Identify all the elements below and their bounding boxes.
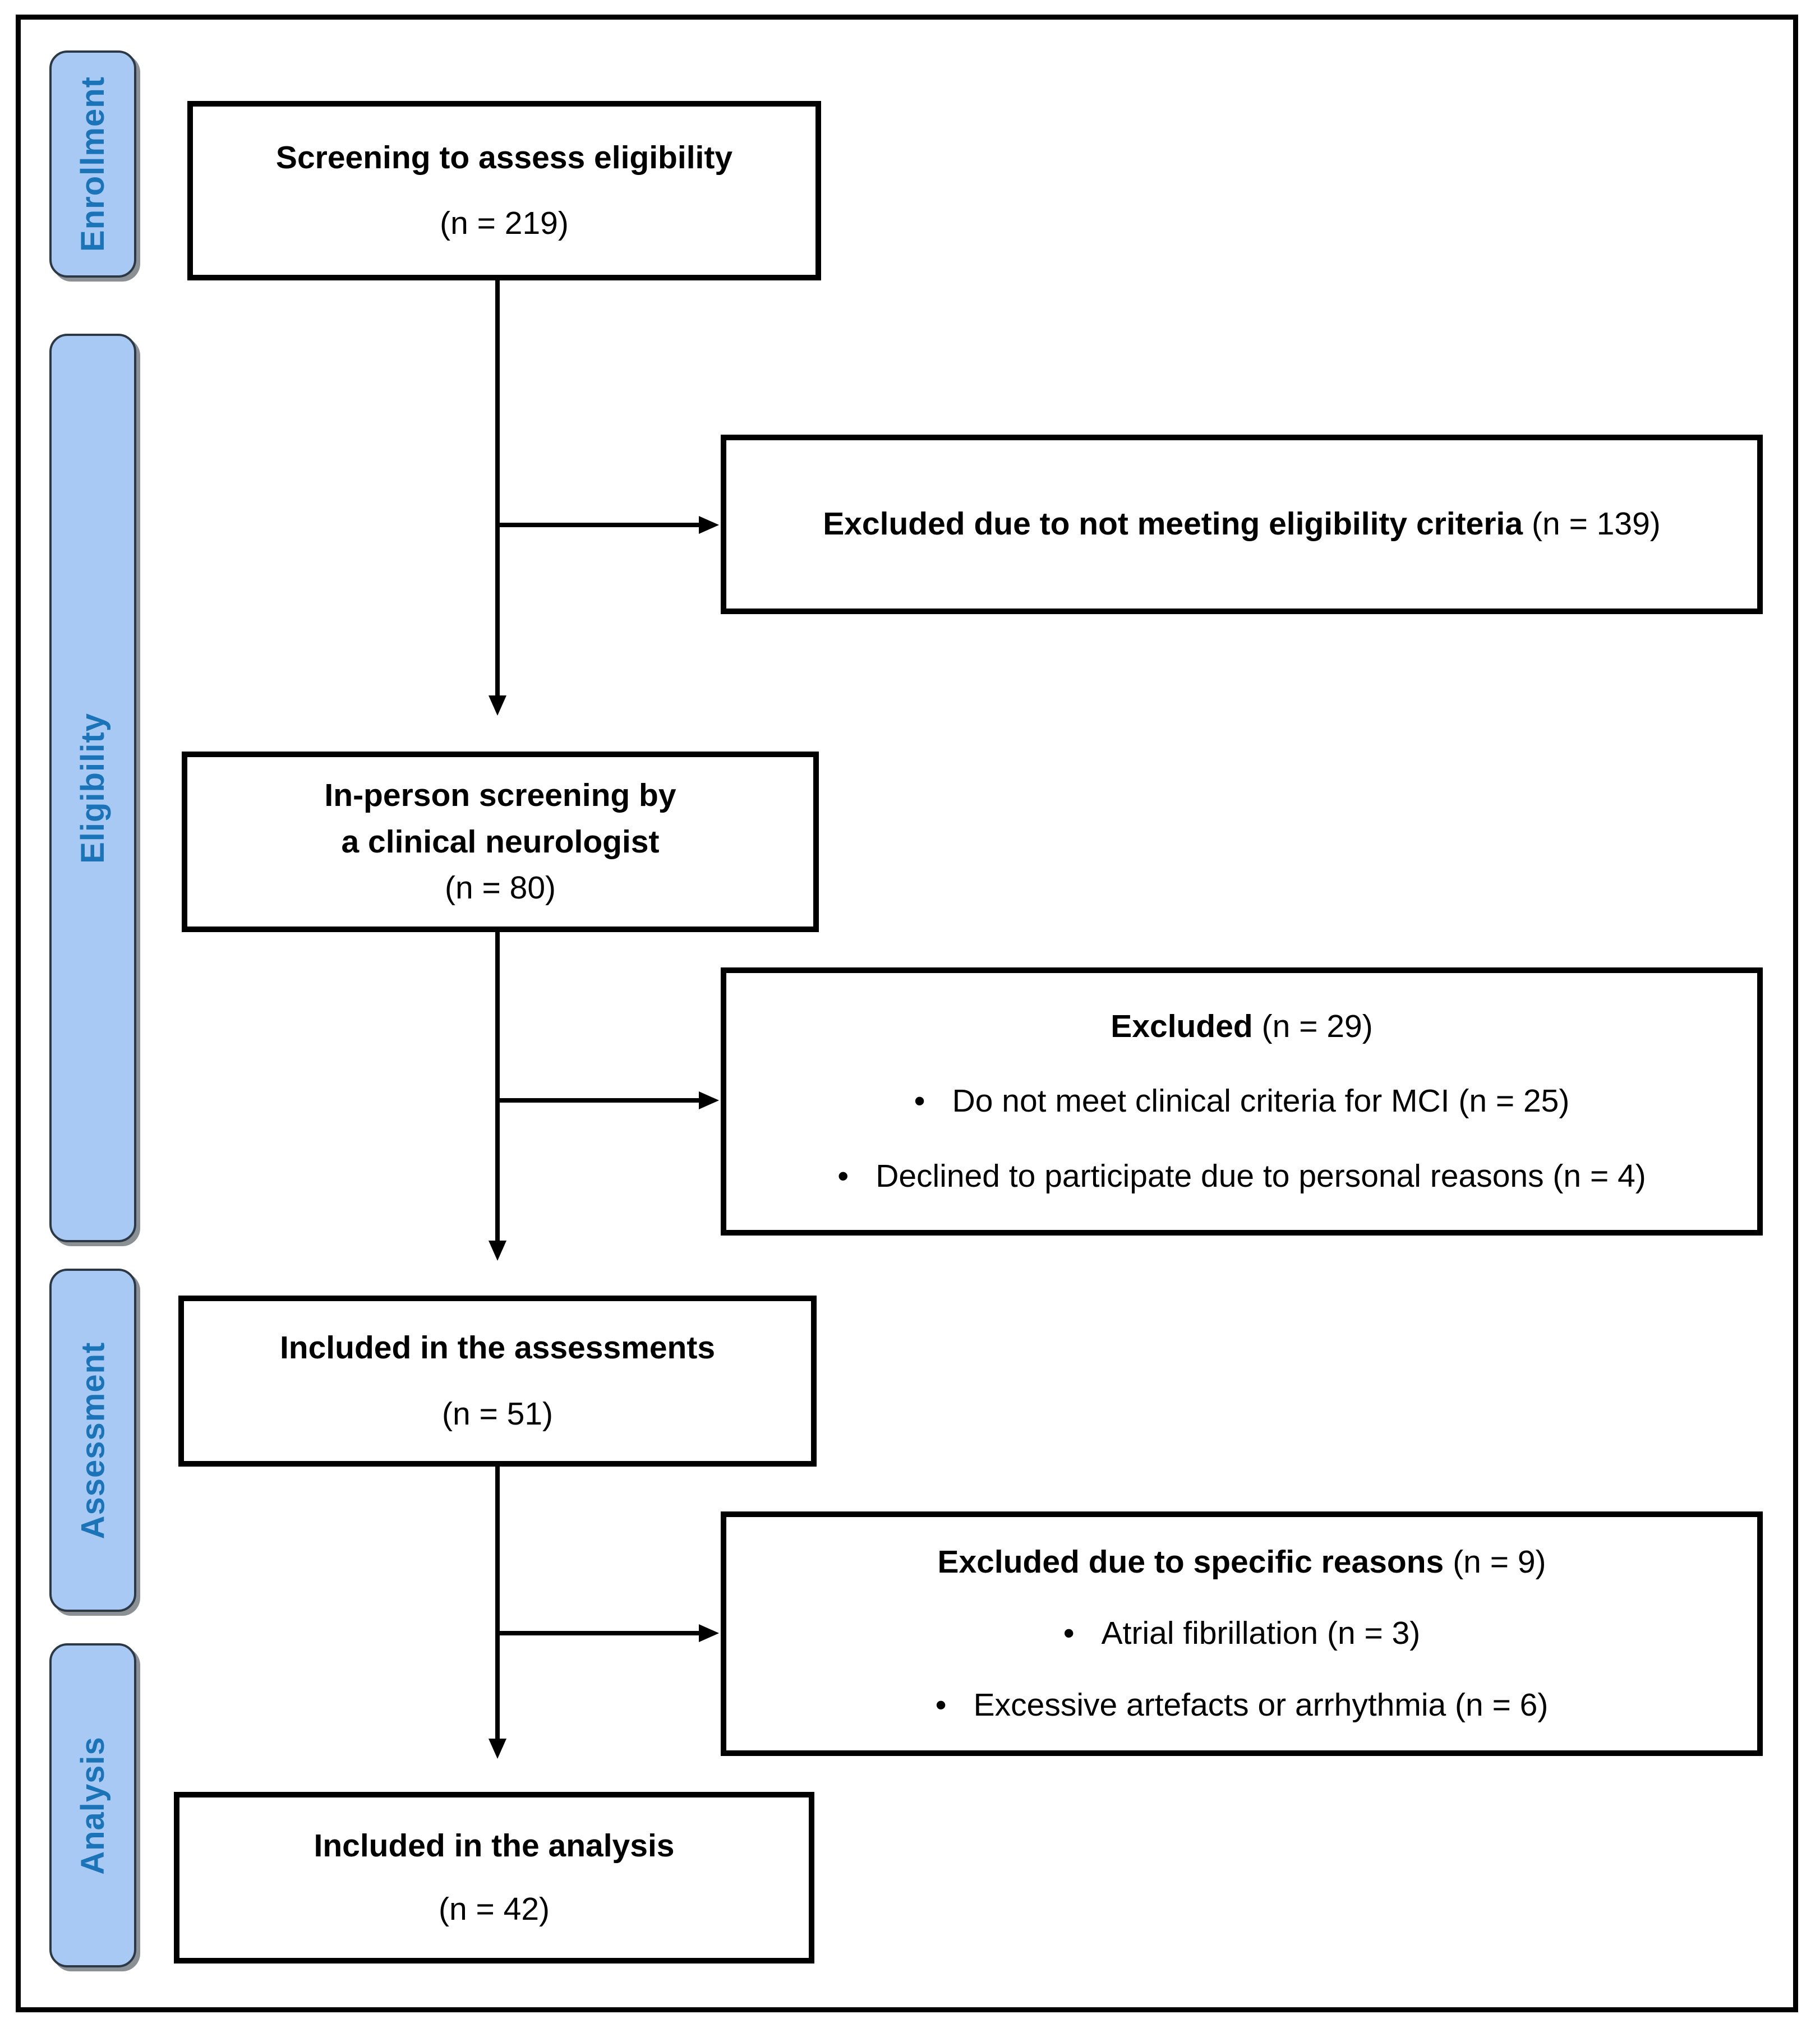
exclusion-box-specific: Excluded due to specific reasons(n = 9) … [721,1511,1763,1756]
exclusion-box-specific-titleline: Excluded due to specific reasons(n = 9) [937,1542,1546,1582]
stage-label-eligibility: Eligibility [49,334,136,1242]
right-arrowhead-icon [699,516,719,534]
bullet-icon: • [914,1083,925,1119]
right-arrowhead-icon [699,1091,719,1109]
exclusion-box-clinical-titleline: Excluded(n = 29) [1111,1007,1372,1047]
stage-label-enrollment-text: Enrollment [75,76,112,252]
flow-box-screening-title: Screening to assess eligibility [275,139,733,176]
connector-screening-to-inperson [495,280,500,695]
exclusion-box-eligibility: Excluded due to not meeting eligibility … [721,435,1763,614]
down-arrowhead-icon [489,1739,506,1759]
stage-label-analysis-text: Analysis [75,1736,112,1875]
exclusion-box-clinical-bullet1-line: • Do not meet clinical criteria for MCI … [914,1081,1570,1121]
exclusion-box-specific-title: Excluded due to specific reasons [937,1544,1444,1580]
stage-label-analysis: Analysis [49,1643,136,1967]
flow-box-included-assessments-n: (n = 51) [441,1395,554,1432]
flow-box-included-assessments-title: Included in the assessments [279,1330,716,1366]
exclusion-box-specific-bullet1-line: • Atrial fibrillation (n = 3) [1063,1614,1421,1653]
flow-box-included-analysis-n: (n = 42) [438,1891,550,1927]
exclusion-box-clinical-title: Excluded [1111,1008,1253,1045]
exclusion-box-clinical: Excluded(n = 29) • Do not meet clinical … [721,967,1763,1236]
exclusion-box-eligibility-n: (n = 139) [1532,506,1661,542]
exclusion-box-specific-n: (n = 9) [1453,1544,1546,1580]
exclusion-box-clinical-bullet2-line: • Declined to participate due to persona… [837,1156,1646,1196]
stage-label-assessment-text: Assessment [75,1342,111,1539]
down-arrowhead-icon [489,1241,506,1261]
connector-branch-to-exclusion-specific [497,1631,699,1635]
exclusion-box-specific-bullet2-line: • Excessive artefacts or arrhythmia (n =… [936,1685,1549,1725]
flow-box-included-analysis-title: Included in the analysis [314,1827,675,1864]
stage-label-enrollment: Enrollment [49,50,136,278]
bullet-icon: • [1063,1615,1075,1652]
bullet-icon: • [837,1158,849,1194]
flow-box-in-person-title-line1: In-person screening by [324,777,676,814]
connector-branch-to-exclusion-eligibility [497,523,699,527]
exclusion-box-specific-bullet1-text: Atrial fibrillation (n = 3) [1101,1615,1421,1652]
flow-box-in-person-n: (n = 80) [444,870,556,906]
stage-label-eligibility-text: Eligibility [75,712,111,864]
connector-inperson-to-assessments [495,931,500,1241]
stage-label-assessment: Assessment [49,1269,136,1612]
exclusion-box-clinical-bullet2-text: Declined to participate due to personal … [876,1158,1646,1194]
exclusion-box-eligibility-line: Excluded due to not meeting eligibility … [823,504,1661,544]
flow-box-included-assessments: Included in the assessments (n = 51) [178,1296,817,1467]
down-arrowhead-icon [489,695,506,716]
exclusion-box-clinical-n: (n = 29) [1261,1008,1373,1045]
exclusion-box-clinical-bullet1-text: Do not meet clinical criteria for MCI (n… [952,1083,1570,1119]
flow-box-screening-n: (n = 219) [440,205,569,241]
connector-branch-to-exclusion-clinical [497,1098,699,1103]
bullet-icon: • [935,1686,947,1723]
flow-box-screening: Screening to assess eligibility (n = 219… [187,101,821,280]
exclusion-box-specific-bullet2-text: Excessive artefacts or arrhythmia (n = 6… [973,1686,1549,1723]
flow-box-included-analysis: Included in the analysis (n = 42) [174,1792,814,1964]
exclusion-box-eligibility-title: Excluded due to not meeting eligibility … [823,506,1523,542]
connector-assessments-to-analysis [495,1467,500,1739]
flow-box-in-person-title-line2: a clinical neurologist [341,823,660,860]
flow-box-in-person-screening: In-person screening by a clinical neurol… [182,752,819,932]
right-arrowhead-icon [699,1624,719,1642]
